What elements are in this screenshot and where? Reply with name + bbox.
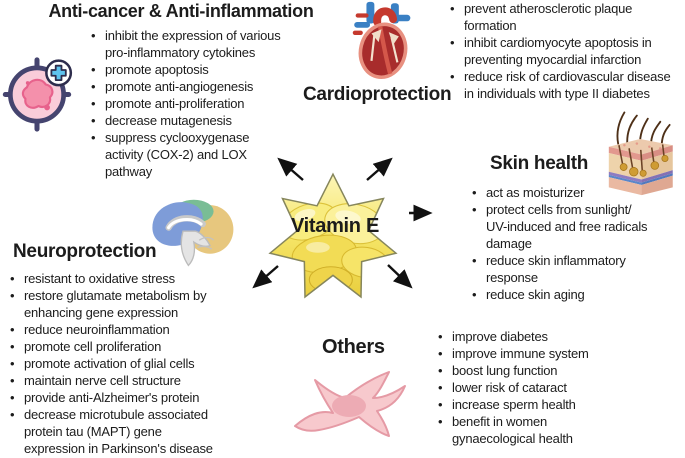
bullet-item: inhibit cardiomyocyte apoptosis in preve… — [448, 34, 684, 68]
bullet-item: reduce risk of cardiovascular disease in… — [448, 68, 684, 102]
bullet-item: increase sperm health — [436, 396, 656, 413]
others-title: Others — [322, 336, 385, 358]
skin-health-list: act as moisturizerprotect cells from sun… — [470, 184, 680, 303]
anti-cancer-title: Anti-cancer & Anti-inflammation — [48, 1, 314, 21]
bullet-item: restore glutamate metabolism by enhancin… — [8, 287, 248, 321]
bullet-item: provide anti-Alzheimer's protein — [8, 389, 248, 406]
bullet-item: decrease microtubule associated protein … — [8, 406, 248, 457]
bullet-item: act as moisturizer — [470, 184, 680, 201]
skin-health-title: Skin health — [490, 153, 589, 174]
medical-plus-icon — [50, 64, 67, 81]
bullet-item: promote anti-angiogenesis — [89, 78, 319, 95]
brain-icon — [146, 197, 238, 269]
bullet-item: promote activation of glial cells — [8, 355, 248, 372]
bullet-item: promote anti-proliferation — [89, 95, 319, 112]
neuroprotection-list: resistant to oxidative stressrestore glu… — [8, 270, 248, 457]
bullet-item: lower risk of cataract — [436, 379, 656, 396]
bullet-item: reduce skin inflammatory response — [470, 252, 680, 286]
bullet-item: improve immune system — [436, 345, 656, 362]
cancer-cell-target-icon — [1, 57, 73, 132]
vitamin-e-label: Vitamin E — [290, 215, 380, 237]
cardioprotection-list: prevent atherosclerotic plaque formation… — [448, 0, 684, 102]
bullet-item: inhibit the expression of various pro-in… — [89, 27, 319, 61]
cardioprotection-title: Cardioprotection — [303, 84, 452, 105]
anti-cancer-list: inhibit the expression of various pro-in… — [89, 27, 319, 180]
bullet-item: boost lung function — [436, 362, 656, 379]
bullet-item: benefit in women gynaecological health — [436, 413, 656, 447]
vitamin-e-star — [263, 172, 403, 299]
neuroprotection-title: Neuroprotection — [13, 241, 157, 262]
bullet-item: promote apoptosis — [89, 61, 319, 78]
bullet-item: reduce skin aging — [470, 286, 680, 303]
bullet-item: maintain nerve cell structure — [8, 372, 248, 389]
bullet-item: prevent atherosclerotic plaque formation — [448, 0, 684, 34]
fibroblast-cell-icon — [291, 360, 411, 442]
bullet-item: protect cells from sunlight/ UV-induced … — [470, 201, 680, 252]
anatomical-heart-icon — [347, 0, 419, 80]
bullet-item: resistant to oxidative stress — [8, 270, 248, 287]
bullet-item: suppress cyclooxygenase activity (COX-2)… — [89, 129, 319, 180]
bullet-item: promote cell proliferation — [8, 338, 248, 355]
others-list: improve diabetesimprove immune systemboo… — [436, 328, 656, 447]
bullet-item: decrease mutagenesis — [89, 112, 319, 129]
bullet-item: reduce neuroinflammation — [8, 321, 248, 338]
bullet-item: improve diabetes — [436, 328, 656, 345]
